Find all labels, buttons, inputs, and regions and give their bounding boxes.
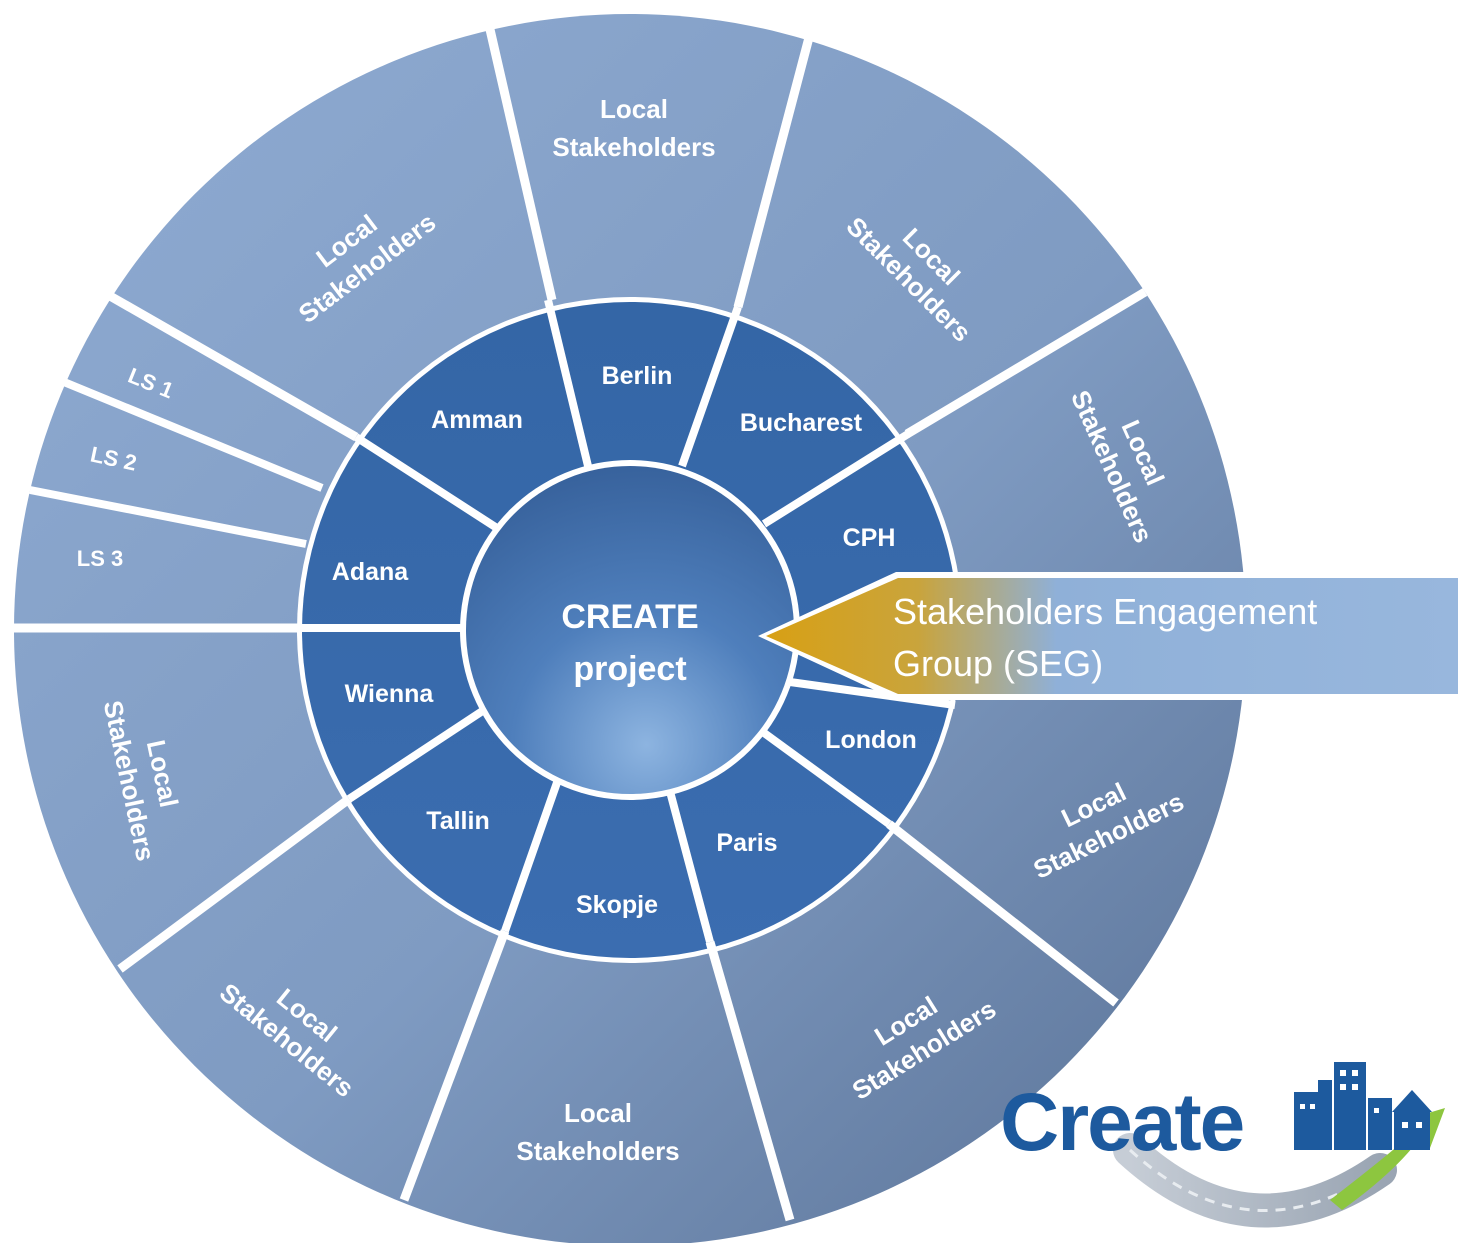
svg-text:Stakeholders: Stakeholders bbox=[552, 132, 715, 162]
city-amman: Amman bbox=[431, 406, 523, 434]
center-hub: CREATE project bbox=[460, 460, 800, 800]
city-paris: Paris bbox=[716, 829, 777, 857]
callout-line2: Group (SEG) bbox=[893, 643, 1103, 684]
callout-line1: Stakeholders Engagement bbox=[893, 591, 1317, 632]
logo-text: Create bbox=[1000, 1077, 1243, 1168]
segment-label-skopje: Local Stakeholders bbox=[516, 1098, 679, 1166]
city-skopje: Skopje bbox=[576, 891, 658, 919]
svg-text:Local: Local bbox=[600, 94, 668, 124]
svg-text:Stakeholders: Stakeholders bbox=[516, 1136, 679, 1166]
ls-separators bbox=[29, 378, 324, 548]
seg-callout: Stakeholders Engagement Group (SEG) bbox=[758, 572, 1458, 700]
city-cph: CPH bbox=[843, 524, 896, 552]
segment-label-berlin: Local Stakeholders bbox=[552, 94, 715, 162]
buildings-icon bbox=[1294, 1062, 1432, 1150]
svg-text:Local: Local bbox=[564, 1098, 632, 1128]
city-bucharest: Bucharest bbox=[740, 409, 863, 437]
ls3-label: LS 3 bbox=[77, 546, 123, 571]
center-title-line2: project bbox=[573, 650, 686, 688]
city-berlin: Berlin bbox=[602, 362, 673, 390]
city-wienna: Wienna bbox=[345, 680, 435, 708]
outer-separators bbox=[12, 23, 1148, 1222]
center-title-line1: CREATE bbox=[561, 598, 698, 636]
city-london: London bbox=[825, 726, 917, 754]
inner-separators bbox=[301, 299, 956, 944]
city-labels: Berlin Bucharest CPH London Paris Skopje… bbox=[332, 362, 917, 919]
city-tallin: Tallin bbox=[426, 807, 489, 835]
city-adana: Adana bbox=[332, 558, 410, 586]
create-logo: Create bbox=[1000, 1062, 1445, 1228]
